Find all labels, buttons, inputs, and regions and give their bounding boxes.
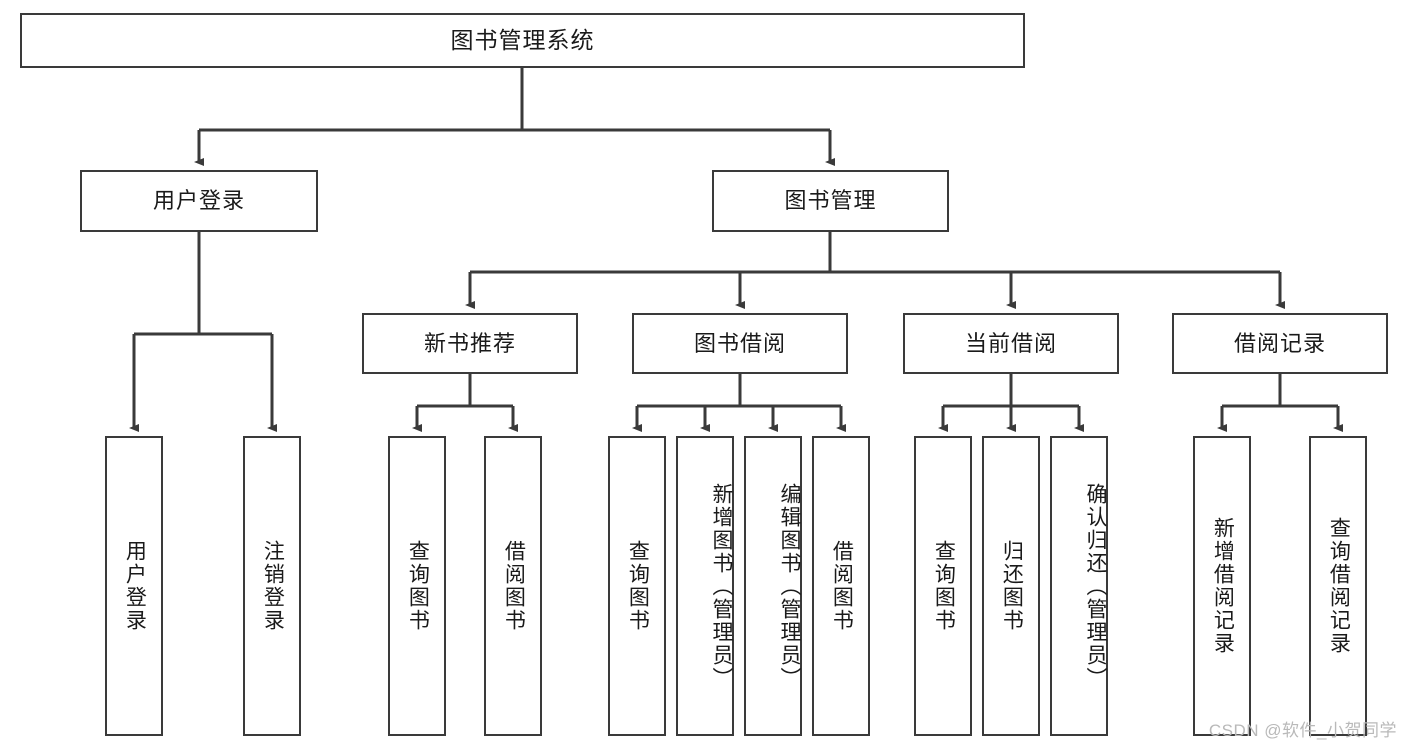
leaf-borrow-edit-book-admin[interactable]: 编辑图书（管理员） <box>744 436 802 736</box>
leaf-new-book-borrow[interactable]: 借阅图书 <box>484 436 542 736</box>
node-book-management[interactable]: 图书管理 <box>712 170 949 232</box>
leaf-current-confirm-return-admin[interactable]: 确认归还（管理员） <box>1050 436 1108 736</box>
leaf-borrow-query-book[interactable]: 查询图书 <box>608 436 666 736</box>
leaf-borrow-borrow-book[interactable]: 借阅图书 <box>812 436 870 736</box>
node-borrow-records[interactable]: 借阅记录 <box>1172 313 1388 374</box>
leaf-new-book-query[interactable]: 查询图书 <box>388 436 446 736</box>
leaf-current-return-book[interactable]: 归还图书 <box>982 436 1040 736</box>
leaf-borrow-add-book-admin[interactable]: 新增图书（管理员） <box>676 436 734 736</box>
leaf-current-query-book[interactable]: 查询图书 <box>914 436 972 736</box>
node-root[interactable]: 图书管理系统 <box>20 13 1025 68</box>
csdn-watermark: CSDN @软件_小贺同学 <box>1208 721 1397 740</box>
node-current-borrow[interactable]: 当前借阅 <box>903 313 1119 374</box>
node-user-login[interactable]: 用户登录 <box>80 170 318 232</box>
node-new-book-recommend[interactable]: 新书推荐 <box>362 313 578 374</box>
leaf-user-login-signout[interactable]: 注销登录 <box>243 436 301 736</box>
leaf-record-query[interactable]: 查询借阅记录 <box>1309 436 1367 736</box>
leaf-record-add[interactable]: 新增借阅记录 <box>1193 436 1251 736</box>
leaf-user-login-signin[interactable]: 用户登录 <box>105 436 163 736</box>
node-book-borrow[interactable]: 图书借阅 <box>632 313 848 374</box>
